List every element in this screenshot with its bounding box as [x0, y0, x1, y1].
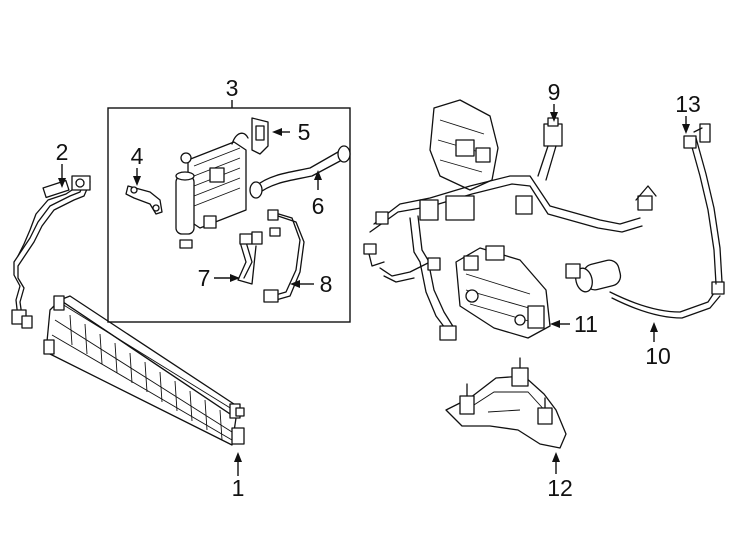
callout-12: 12 — [547, 475, 573, 501]
callout-7: 7 — [198, 265, 211, 291]
part-4-bracket — [125, 185, 163, 215]
callout-labels: 1 2 3 4 5 6 7 8 9 10 11 12 13 — [56, 75, 701, 501]
part-9-assembly — [363, 99, 657, 341]
part-7-tube — [237, 231, 263, 285]
callout-1: 1 — [232, 475, 245, 501]
callout-2: 2 — [56, 139, 69, 165]
part-6-hose — [249, 145, 351, 199]
part-13-hose — [683, 123, 723, 285]
part-1-cooler — [43, 295, 245, 446]
callout-8: 8 — [320, 271, 333, 297]
part-3-module — [175, 132, 249, 249]
leaders — [58, 104, 690, 476]
part-2-lines — [11, 175, 91, 329]
callout-3: 3 — [226, 75, 239, 101]
callout-11: 11 — [574, 311, 598, 337]
callout-9: 9 — [548, 79, 561, 105]
group-box-3 — [107, 107, 351, 323]
part-5-bracket — [251, 117, 269, 155]
part-11-compressor — [455, 245, 551, 339]
callout-6: 6 — [312, 193, 325, 219]
callout-10: 10 — [645, 343, 671, 369]
callout-5: 5 — [298, 119, 311, 145]
part-10-accumulator — [565, 259, 725, 319]
part-12-bracket — [445, 357, 567, 449]
callout-13: 13 — [675, 91, 701, 117]
part-8-tube — [263, 209, 305, 303]
callout-4: 4 — [131, 143, 144, 169]
